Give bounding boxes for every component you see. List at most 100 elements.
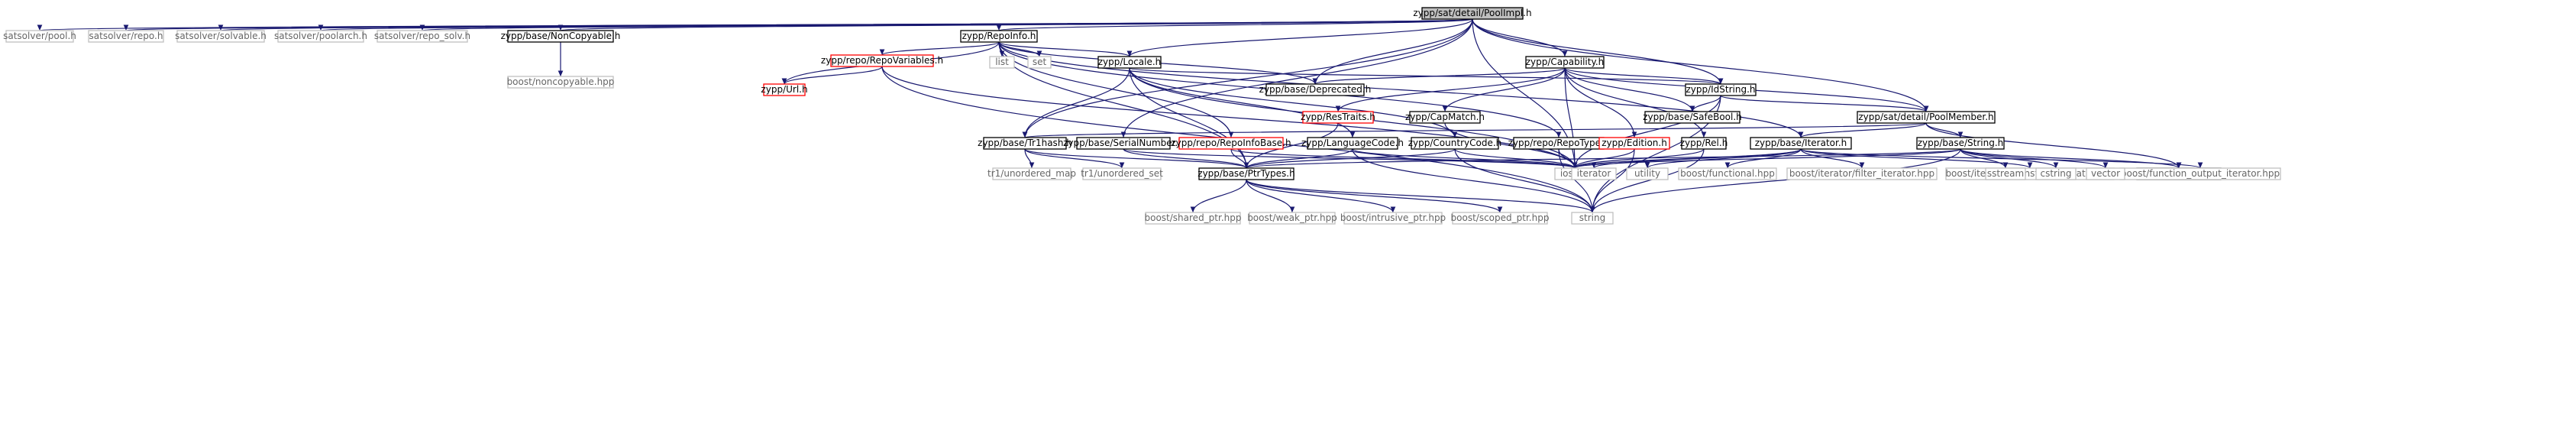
node-box bbox=[1307, 137, 1398, 150]
edge-capability-to-edition bbox=[1564, 67, 1637, 138]
node-repotype[interactable]: zypp/repo/RepoType.h bbox=[1508, 137, 1610, 150]
node-repovariables[interactable]: zypp/repo/RepoVariables.h bbox=[821, 54, 943, 67]
node-list: list bbox=[989, 56, 1015, 69]
node-rel[interactable]: zypp/Rel.h bbox=[1680, 137, 1728, 150]
node-label: boost/scoped_ptr.hpp bbox=[1451, 212, 1550, 223]
node-box bbox=[1265, 83, 1365, 96]
node-pool: satsolver/pool.h bbox=[3, 30, 76, 43]
node-capability[interactable]: zypp/Capability.h bbox=[1525, 56, 1605, 69]
node-label: zypp/base/Deprecated.h bbox=[1259, 84, 1372, 95]
node-box bbox=[5, 30, 74, 43]
node-label: zypp/repo/RepoVariables.h bbox=[821, 55, 943, 66]
node-tr1hash[interactable]: zypp/base/Tr1hash.h bbox=[978, 137, 1072, 150]
node-label: satsolver/poolarch.h bbox=[274, 31, 367, 41]
node-box bbox=[1082, 167, 1162, 180]
node-box bbox=[1198, 167, 1294, 180]
edge-repotype-to-string bbox=[1558, 148, 1595, 213]
node-box bbox=[1145, 212, 1241, 225]
node-idstring[interactable]: zypp/IdString.h bbox=[1685, 83, 1757, 96]
node-safebool[interactable]: zypp/base/SafeBool.h bbox=[1643, 111, 1742, 124]
node-box bbox=[507, 30, 614, 43]
edge-iterator_h-to-functionoutput bbox=[1800, 148, 2203, 169]
edge-string_h-to-iosfwd bbox=[1572, 148, 1961, 169]
node-restraits[interactable]: zypp/ResTraits.h bbox=[1301, 111, 1375, 124]
node-label: zypp/Edition.h bbox=[1602, 138, 1667, 148]
node-box bbox=[1644, 111, 1740, 124]
edge-serialnumber-to-ptrtypes bbox=[1123, 148, 1249, 169]
edge-iterator_h-to-utility bbox=[1644, 148, 1802, 169]
node-sharedptr: boost/shared_ptr.hpp bbox=[1145, 212, 1242, 225]
node-serialnumber[interactable]: zypp/base/SerialNumber.h bbox=[1063, 137, 1184, 150]
node-label: zypp/sat/detail/PoolImpl.h bbox=[1413, 8, 1531, 18]
node-label: utility bbox=[1634, 168, 1660, 179]
node-box bbox=[992, 167, 1071, 180]
node-url[interactable]: zypp/Url.h bbox=[761, 83, 808, 96]
node-string: string bbox=[1571, 212, 1614, 225]
node-box bbox=[1178, 137, 1284, 150]
node-label: zypp/base/SerialNumber.h bbox=[1063, 138, 1184, 148]
edge-idstring-to-iosfwd bbox=[1572, 95, 1721, 169]
node-box bbox=[1685, 83, 1757, 96]
node-box bbox=[983, 137, 1067, 150]
node-box bbox=[1525, 56, 1605, 69]
edge-string_h-to-string bbox=[1589, 148, 1961, 213]
node-filteriterator: boost/iterator/filter_iterator.hpp bbox=[1786, 167, 1938, 180]
edge-string_h-to-easy bbox=[1960, 148, 2182, 169]
node-box bbox=[830, 54, 934, 67]
node-languagecode[interactable]: zypp/LanguageCode.h bbox=[1301, 137, 1404, 150]
edge-idstring-to-poolmember bbox=[1720, 95, 1929, 112]
edge-string_h-to-sstream bbox=[1960, 148, 2009, 169]
node-noncopyable[interactable]: zypp/base/NonCopyable.h bbox=[501, 30, 621, 43]
edge-capability-to-capmatch bbox=[1442, 67, 1566, 112]
node-label: boost/iterator/filter_iterator.hpp bbox=[1789, 168, 1934, 179]
edge-languagecode-to-iosfwd bbox=[1352, 148, 1578, 169]
edge-ptrtypes-to-string bbox=[1246, 179, 1595, 213]
edge-ptrtypes-to-intrusiveptr bbox=[1246, 179, 1396, 213]
node-label: zypp/sat/detail/PoolMember.h bbox=[1858, 112, 1993, 122]
edge-locale-to-idstring bbox=[1129, 67, 1723, 85]
edge-root-to-deprecated bbox=[1312, 18, 1473, 85]
edge-languagecode-to-string bbox=[1352, 148, 1595, 213]
node-label: boost/intrusive_ptr.hpp bbox=[1340, 212, 1446, 223]
node-box bbox=[377, 30, 468, 43]
node-capmatch[interactable]: zypp/CapMatch.h bbox=[1405, 111, 1485, 124]
node-string_h[interactable]: zypp/base/String.h bbox=[1916, 137, 2005, 150]
node-box bbox=[1421, 7, 1524, 20]
node-ptrtypes[interactable]: zypp/base/PtrTypes.h bbox=[1198, 167, 1295, 180]
edge-locale-to-countrycode bbox=[1129, 67, 1458, 138]
edge-string_h-to-vector bbox=[1960, 148, 2109, 169]
edge-restraits-to-ptrtypes bbox=[1243, 122, 1339, 169]
edge-capability-to-idstring bbox=[1564, 67, 1724, 85]
node-locale[interactable]: zypp/Locale.h bbox=[1097, 56, 1162, 69]
node-box bbox=[1343, 212, 1443, 225]
node-label: zypp/base/String.h bbox=[1918, 138, 2004, 148]
node-box bbox=[2086, 167, 2125, 180]
node-repoinfobase[interactable]: zypp/repo/RepoInfoBase.h bbox=[1171, 137, 1291, 150]
node-poolmember[interactable]: zypp/sat/detail/PoolMember.h bbox=[1857, 111, 1996, 124]
node-iterator_h[interactable]: zypp/base/Iterator.h bbox=[1750, 137, 1852, 150]
node-root[interactable]: zypp/sat/detail/PoolImpl.h bbox=[1413, 7, 1532, 20]
node-label: zypp/repo/RepoInfoBase.h bbox=[1171, 138, 1291, 148]
node-weakptr: boost/weak_ptr.hpp bbox=[1247, 212, 1337, 225]
node-solvable: satsolver/solvable.h bbox=[175, 30, 267, 43]
node-edition[interactable]: zypp/Edition.h bbox=[1598, 137, 1670, 150]
edge-root-to-noncopyable bbox=[558, 18, 1473, 31]
node-box bbox=[960, 30, 1038, 43]
node-deprecated[interactable]: zypp/base/Deprecated.h bbox=[1259, 83, 1372, 96]
node-label: satsolver/repo.h bbox=[89, 31, 163, 41]
node-iterator: iterator bbox=[1571, 167, 1617, 180]
node-box bbox=[1452, 212, 1548, 225]
edge-rel-to-string bbox=[1589, 148, 1705, 213]
edge-tr1hash-to-unordered_set bbox=[1024, 148, 1125, 169]
node-countrycode[interactable]: zypp/CountryCode.h bbox=[1408, 137, 1502, 150]
node-label: sstream bbox=[1987, 168, 2024, 179]
node-repoinfo[interactable]: zypp/RepoInfo.h bbox=[960, 30, 1038, 43]
edge-poolmember-to-iterator_h bbox=[1798, 122, 1927, 138]
node-label: vector bbox=[2091, 168, 2120, 179]
edge-languagecode-to-ptrtypes bbox=[1243, 148, 1353, 169]
node-label: zypp/CapMatch.h bbox=[1405, 112, 1485, 122]
edge-capability-to-iosfwd bbox=[1564, 67, 1578, 169]
node-box bbox=[277, 30, 364, 43]
edge-poolmember-to-easy bbox=[1925, 122, 2182, 169]
